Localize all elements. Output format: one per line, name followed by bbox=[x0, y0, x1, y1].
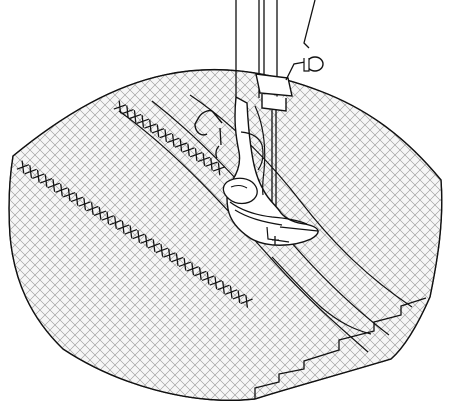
presser-foot-assembly bbox=[194, 0, 324, 246]
fabric-fold-lines bbox=[118, 94, 427, 399]
